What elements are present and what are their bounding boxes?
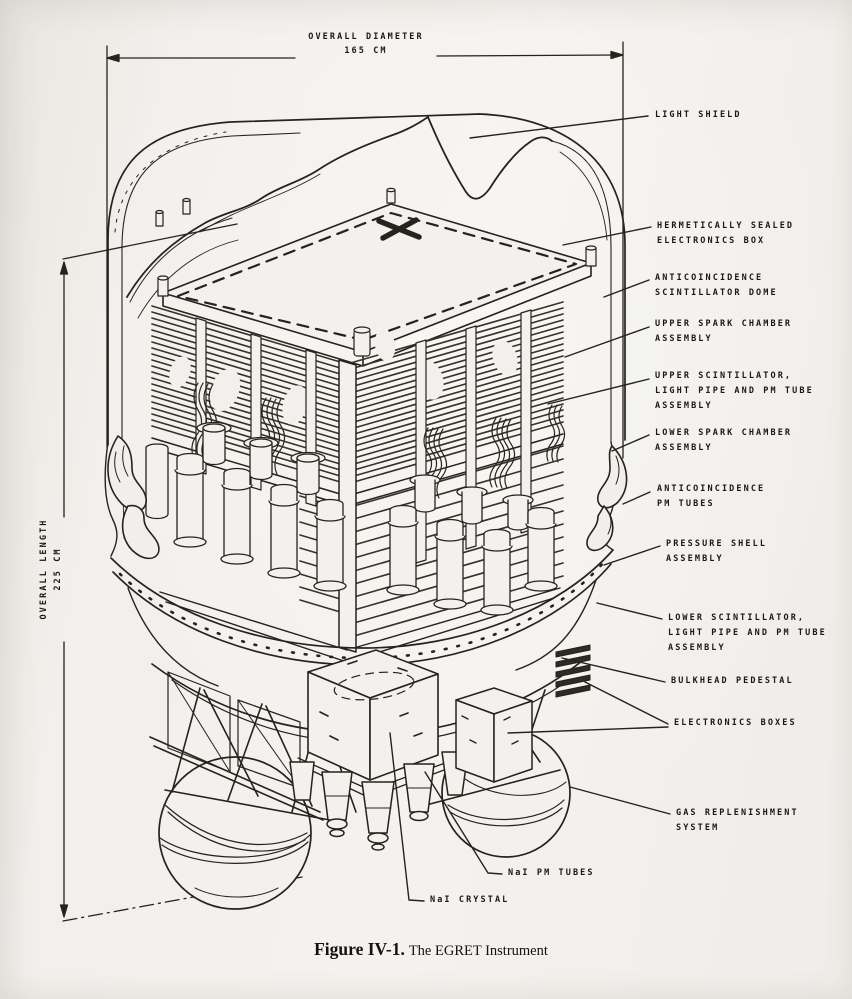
lower-electronics-boxes bbox=[455, 644, 591, 783]
pm-tube bbox=[480, 528, 514, 616]
callout-text: UPPER SPARK CHAMBER bbox=[655, 319, 793, 329]
figure-caption: Figure IV-1. The EGRET Instrument bbox=[231, 939, 631, 960]
pm-tube bbox=[267, 483, 301, 579]
callout-upper-spark-chamber: UPPER SPARK CHAMBER ASSEMBLY bbox=[655, 317, 792, 347]
callout-text: SYSTEM bbox=[676, 823, 720, 833]
pm-tube bbox=[433, 518, 467, 610]
pm-tube bbox=[173, 452, 207, 548]
pm-tube bbox=[502, 494, 534, 531]
callout-leader-lines bbox=[389, 115, 671, 902]
callout-lower-scintillator: LOWER SCINTILLATOR, LIGHT PIPE AND PM TU… bbox=[668, 611, 827, 656]
callout-text: GAS REPLENISHMENT bbox=[676, 808, 799, 818]
callout-text: HERMETICALLY SEALED bbox=[657, 221, 795, 231]
callout-text: ELECTRONICS BOX bbox=[657, 236, 766, 246]
pm-tube bbox=[313, 498, 347, 592]
pm-tube bbox=[409, 474, 441, 513]
callout-upper-scintillator: UPPER SCINTILLATOR, LIGHT PIPE AND PM TU… bbox=[655, 369, 814, 414]
plate-corner-posts bbox=[155, 187, 597, 357]
overall-length-line2: 225 CM bbox=[53, 547, 63, 591]
callout-text: ANTICOINCIDENCE bbox=[657, 484, 766, 494]
dimension-diameter-lines bbox=[106, 41, 624, 459]
pm-tube bbox=[524, 506, 558, 592]
overall-diameter-line1: OVERALL DIAMETER bbox=[308, 32, 424, 42]
pm-tube bbox=[243, 436, 279, 481]
callout-anticoincidence-pm-tubes: ANTICOINCIDENCE PM TUBES bbox=[657, 482, 765, 512]
x-axis-mark bbox=[376, 217, 422, 241]
callout-text: ASSEMBLY bbox=[666, 554, 724, 564]
callout-text: ANTICOINCIDENCE bbox=[655, 273, 764, 283]
callout-text: BULKHEAD PEDESTAL bbox=[671, 676, 794, 686]
callout-text: LIGHT SHIELD bbox=[655, 110, 742, 120]
callout-nai-crystal: NaI CRYSTAL bbox=[430, 893, 509, 908]
callout-text: ASSEMBLY bbox=[655, 401, 713, 411]
callout-text: SCINTILLATOR DOME bbox=[655, 288, 778, 298]
callout-lower-spark-chamber: LOWER SPARK CHAMBER ASSEMBLY bbox=[655, 426, 792, 456]
callout-bulkhead-pedestal: BULKHEAD PEDESTAL bbox=[671, 674, 794, 689]
figure-caption-title: The EGRET Instrument bbox=[408, 943, 548, 959]
pm-tubes bbox=[145, 421, 558, 616]
callout-text: NaI PM TUBES bbox=[508, 868, 595, 878]
callout-text: LOWER SCINTILLATOR, bbox=[668, 613, 806, 623]
pm-tube bbox=[290, 451, 326, 496]
pm-tube bbox=[196, 421, 232, 466]
callout-text: ASSEMBLY bbox=[655, 334, 713, 344]
callout-text: ELECTRONICS BOXES bbox=[674, 718, 797, 728]
overall-length-line1: OVERALL LENGTH bbox=[39, 518, 49, 620]
pm-tube bbox=[456, 486, 488, 525]
anticoincidence-pm-housings bbox=[107, 435, 628, 560]
callout-nai-pm-tubes: NaI PM TUBES bbox=[508, 866, 595, 881]
callout-anticoincidence-scintillator-dome: ANTICOINCIDENCE SCINTILLATOR DOME bbox=[655, 271, 778, 301]
overall-diameter-line2: 165 CM bbox=[344, 46, 388, 56]
callout-hermetically-sealed-electronics-box: HERMETICALLY SEALED ELECTRONICS BOX bbox=[657, 219, 794, 249]
upper-spark-chamber bbox=[151, 301, 564, 485]
nai-pm-tube-cones bbox=[289, 751, 469, 851]
finned-electronics-box bbox=[555, 644, 591, 698]
callout-text: NaI CRYSTAL bbox=[430, 895, 510, 905]
callout-text: LIGHT PIPE AND PM TUBE bbox=[668, 628, 827, 638]
callout-text: UPPER SCINTILLATOR, bbox=[655, 371, 793, 381]
callout-text: PRESSURE SHELL bbox=[666, 539, 768, 549]
overall-diameter-label: OVERALL DIAMETER 165 CM bbox=[256, 30, 476, 58]
callout-text: LOWER SPARK CHAMBER bbox=[655, 428, 793, 438]
callout-text: ASSEMBLY bbox=[668, 643, 726, 653]
overall-length-label: OVERALL LENGTH 225 CM bbox=[37, 494, 65, 644]
callout-light-shield: LIGHT SHIELD bbox=[655, 108, 742, 123]
callout-text: ASSEMBLY bbox=[655, 443, 713, 453]
pm-tube bbox=[386, 504, 420, 596]
callout-text: LIGHT PIPE AND PM TUBE bbox=[655, 386, 814, 396]
callout-text: PM TUBES bbox=[657, 499, 715, 509]
pm-tube bbox=[220, 467, 254, 565]
pm-tube bbox=[145, 443, 169, 520]
callout-pressure-shell: PRESSURE SHELL ASSEMBLY bbox=[666, 537, 767, 567]
callout-electronics-boxes: ELECTRONICS BOXES bbox=[674, 716, 797, 731]
figure-caption-label: Figure IV-1. bbox=[314, 939, 405, 959]
callout-gas-replenishment: GAS REPLENISHMENT SYSTEM bbox=[676, 806, 799, 836]
